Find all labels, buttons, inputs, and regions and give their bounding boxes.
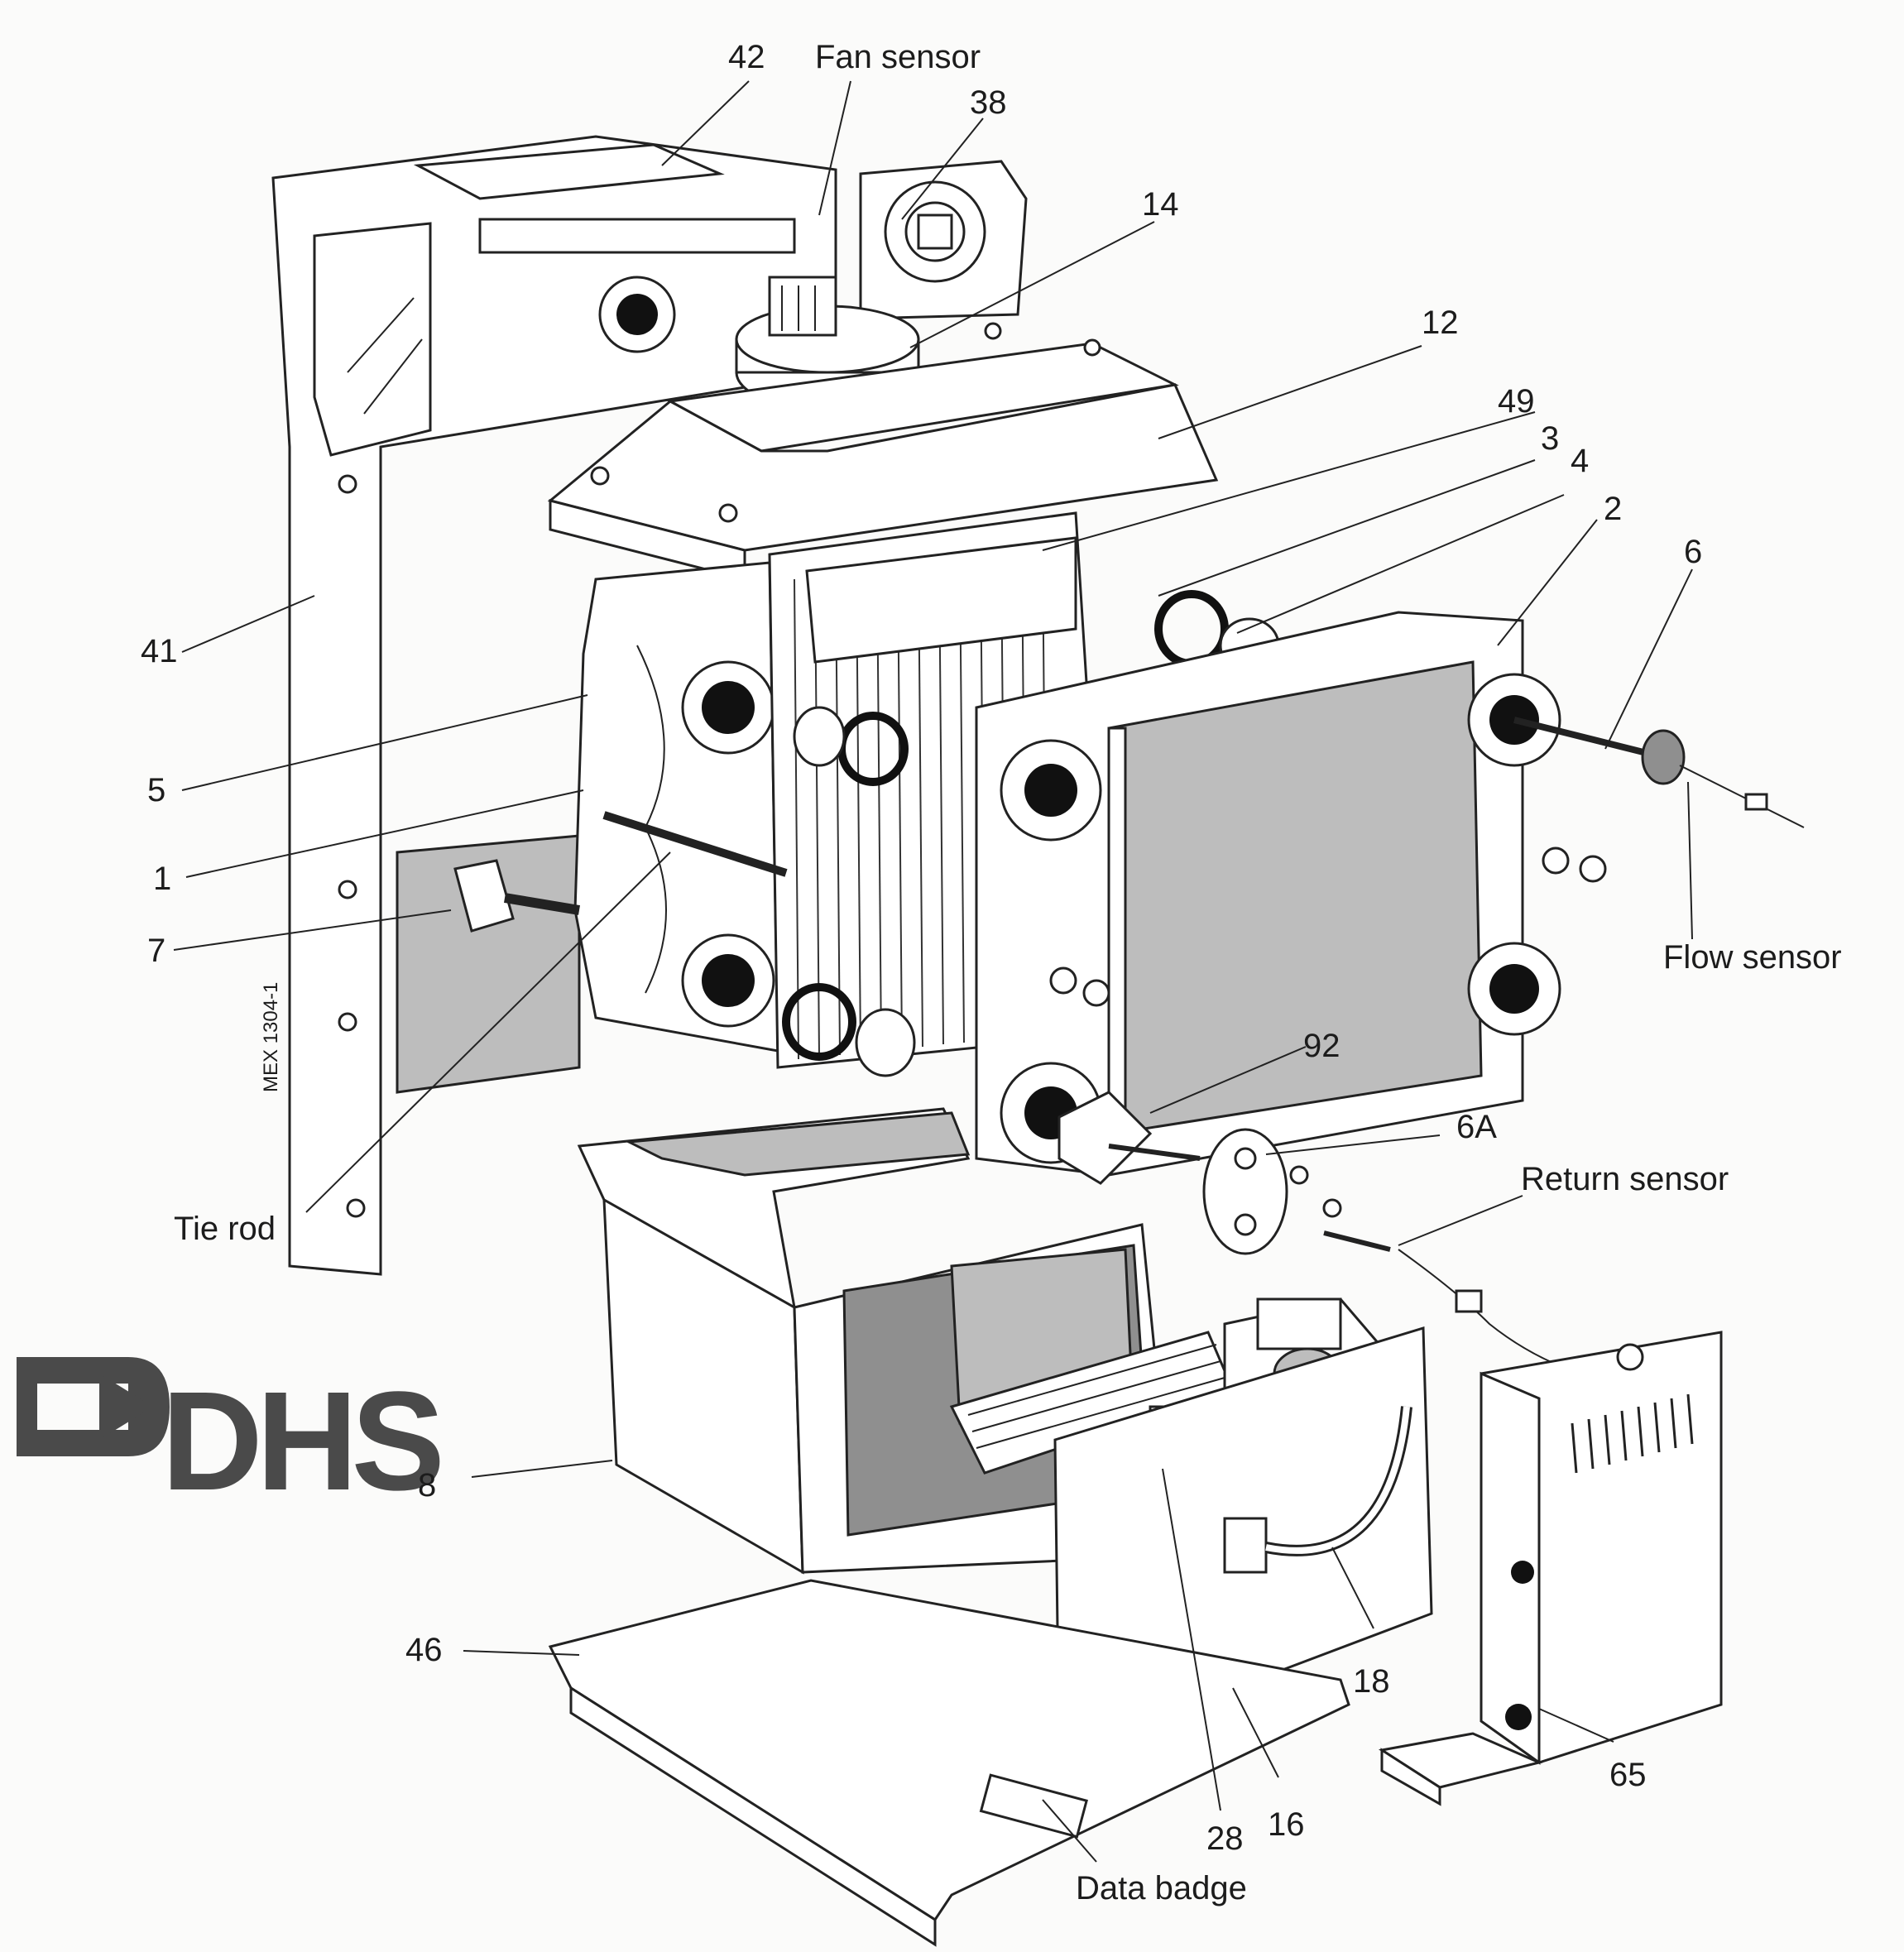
callout-flow-sensor: Flow sensor bbox=[1663, 939, 1842, 976]
heat-exchanger-rear-section bbox=[573, 561, 779, 1053]
flue-hood bbox=[547, 322, 1219, 581]
callout-6a: 6A bbox=[1456, 1109, 1497, 1145]
callout-7: 7 bbox=[147, 933, 165, 969]
callout-42: 42 bbox=[728, 39, 765, 75]
callout-fan-sensor: Fan sensor bbox=[815, 39, 981, 75]
callout-65: 65 bbox=[1609, 1757, 1647, 1793]
leader-lines bbox=[173, 80, 1693, 1863]
callout-1: 1 bbox=[153, 861, 171, 897]
heat-exchanger-front-section bbox=[975, 611, 1607, 1177]
callout-data-badge: Data badge bbox=[1076, 1870, 1247, 1906]
callout-tie-rod: Tie rod bbox=[174, 1211, 276, 1247]
flow-sensor-assembly bbox=[1513, 717, 1805, 828]
callout-12: 12 bbox=[1422, 305, 1459, 341]
callout-92: 92 bbox=[1303, 1028, 1340, 1064]
dhs-logo: DHS bbox=[17, 1357, 447, 1520]
callout-3: 3 bbox=[1541, 420, 1559, 457]
rear-casing-panel bbox=[271, 135, 837, 1276]
callout-4: 4 bbox=[1571, 443, 1589, 479]
control-box bbox=[1378, 1331, 1723, 1806]
callout-49: 49 bbox=[1498, 383, 1535, 420]
callout-46: 46 bbox=[405, 1632, 443, 1668]
callout-6: 6 bbox=[1684, 534, 1702, 570]
callout-14: 14 bbox=[1142, 186, 1179, 223]
air-pressure-switch bbox=[859, 160, 1028, 320]
figure-reference: MEX 1304-1 bbox=[260, 982, 282, 1092]
base-tray bbox=[548, 1579, 1350, 1947]
callout-2: 2 bbox=[1604, 491, 1622, 527]
callout-16: 16 bbox=[1268, 1806, 1305, 1843]
callout-41: 41 bbox=[141, 633, 178, 669]
callout-labels: 42 Fan sensor 38 14 12 49 3 4 2 6 41 5 1… bbox=[141, 39, 1842, 1906]
callout-18: 18 bbox=[1353, 1663, 1390, 1700]
logo-text: DHS bbox=[161, 1363, 440, 1520]
callout-8: 8 bbox=[418, 1467, 436, 1504]
seals-and-tie-rod bbox=[338, 474, 1280, 1218]
callout-5: 5 bbox=[147, 772, 165, 808]
callout-38: 38 bbox=[970, 84, 1007, 121]
callout-28: 28 bbox=[1206, 1820, 1244, 1857]
callout-return-sensor: Return sensor bbox=[1521, 1161, 1729, 1197]
